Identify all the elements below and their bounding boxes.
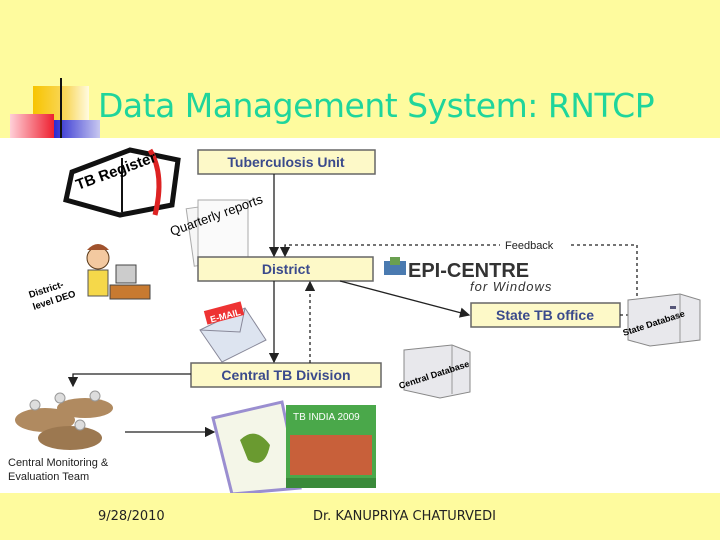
node-tuberculosis-unit: Tuberculosis Unit bbox=[197, 149, 376, 175]
central-database-server-icon bbox=[403, 344, 471, 399]
arrow-ctd-to-cme bbox=[67, 373, 191, 388]
node-district: District bbox=[197, 256, 374, 282]
arrow-district-to-state bbox=[339, 280, 471, 318]
tb-register-book-icon: TB Register bbox=[63, 147, 181, 218]
node-label: Tuberculosis Unit bbox=[227, 154, 345, 170]
node-central-tb-division: Central TB Division bbox=[190, 362, 382, 388]
epi-centre-title: EPI-CENTRE bbox=[408, 260, 529, 282]
epi-centre-subtitle: for Windows bbox=[470, 279, 552, 294]
district-deo-figure-icon bbox=[86, 244, 151, 300]
rntcp-flow-diagram: TB Register Quarterly reports Tuberculos… bbox=[8, 147, 701, 496]
state-database-server-icon bbox=[627, 293, 701, 347]
epi-centre-logo: EPI-CENTRE for Windows bbox=[384, 257, 552, 294]
diagram-area: TB Register Quarterly reports Tuberculos… bbox=[0, 138, 720, 496]
footer-date: 9/28/2010 bbox=[98, 509, 165, 524]
report-title: TB INDIA 2009 bbox=[293, 412, 360, 423]
quarterly-reports-icon bbox=[185, 199, 249, 267]
node-label: Central TB Division bbox=[221, 367, 350, 383]
node-label: District bbox=[262, 261, 311, 277]
email-envelope-icon: E-MAIL bbox=[199, 301, 267, 363]
node-state-tb-office: State TB office bbox=[470, 302, 621, 328]
footer-author: Dr. KANUPRIYA CHATURVEDI bbox=[313, 509, 496, 524]
monitoring-team-meeting-icon bbox=[15, 390, 113, 450]
slide-title: Data Management System: RNTCP bbox=[98, 86, 655, 125]
cme-label-line1: Central Monitoring & bbox=[8, 457, 109, 469]
arrow-feedback-dashed bbox=[279, 244, 638, 316]
cme-label-line2: Evaluation Team bbox=[8, 471, 89, 483]
feedback-label: Feedback bbox=[505, 240, 554, 252]
annual-reports-image: TB INDIA 2009 bbox=[211, 400, 376, 496]
node-label: State TB office bbox=[496, 307, 594, 323]
